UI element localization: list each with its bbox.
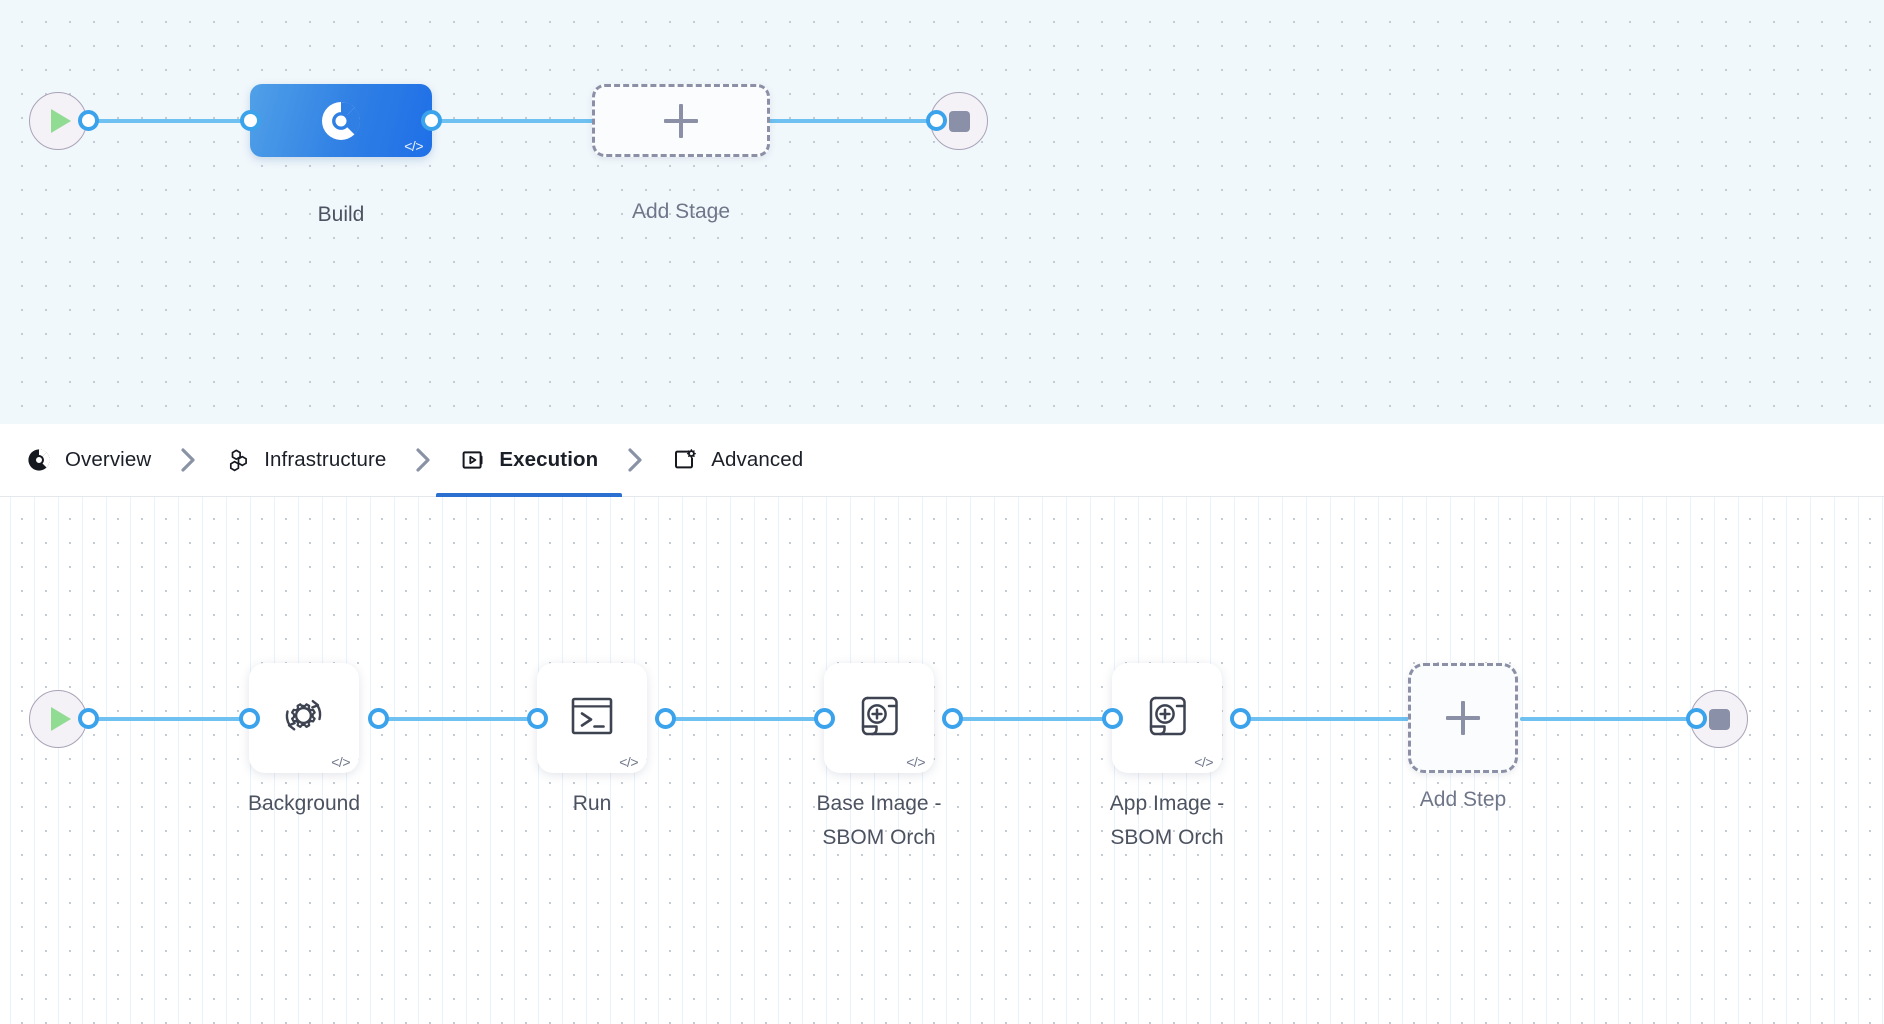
execution-start-node[interactable]	[29, 690, 87, 748]
code-badge[interactable]: </>	[1194, 754, 1213, 770]
step-node-app-image-sbom-orch[interactable]: </>	[1112, 663, 1222, 773]
step-row: </> Background </> Run	[0, 497, 1884, 1024]
overview-pie-icon	[28, 449, 50, 471]
connector-dot-background-out[interactable]	[368, 708, 389, 729]
tab-label-advanced: Advanced	[711, 448, 804, 471]
pipeline-start-node[interactable]	[29, 92, 87, 150]
tab-label-infrastructure: Infrastructure	[264, 448, 387, 471]
tab-separator-chevron	[392, 424, 454, 497]
chevron-right-icon	[416, 448, 431, 472]
connector-dot-start-out[interactable]	[78, 110, 99, 131]
stop-square-icon	[1708, 708, 1730, 730]
wire-addstage-to-end	[768, 119, 936, 123]
play-icon	[51, 109, 71, 133]
code-badge[interactable]: </>	[619, 754, 638, 770]
wire-appimage-to-addstep	[1239, 717, 1409, 721]
plus-icon	[1446, 701, 1480, 735]
execution-graph-canvas[interactable]: </> Background </> Run	[0, 497, 1884, 1024]
tab-infrastructure[interactable]: Infrastructure	[219, 424, 392, 497]
add-stage-button[interactable]	[592, 84, 770, 157]
tab-advanced[interactable]: Advanced	[666, 424, 809, 497]
wire-addstep-to-end	[1520, 717, 1688, 721]
stop-square-icon	[948, 110, 970, 132]
scroll-plus-icon	[861, 696, 898, 736]
stage-row: </> Build Add Stage	[0, 0, 1884, 424]
connector-dot-baseimage-in[interactable]	[814, 708, 835, 729]
tab-execution[interactable]: Execution	[436, 424, 623, 497]
play-in-box-icon	[463, 451, 483, 469]
wire-build-to-addstage	[430, 119, 600, 123]
chevron-right-icon	[628, 448, 642, 472]
step-label-background: Background	[247, 792, 361, 815]
step-label-base-image-sbom-orch: Base Image - SBOM Orch	[816, 792, 942, 850]
stage-label-build: Build	[317, 203, 365, 226]
plus-icon	[664, 103, 698, 138]
wire-baseimage-to-appimage	[951, 717, 1111, 721]
gear-refresh-icon	[285, 699, 322, 731]
play-icon	[51, 707, 71, 731]
code-badge[interactable]: </>	[404, 138, 423, 154]
connector-dot-run-out[interactable]	[655, 708, 676, 729]
square-gear-icon	[675, 449, 697, 469]
add-step-label: Add Step	[1419, 788, 1507, 811]
ci-build-icon	[322, 101, 361, 140]
connector-dot-start-out[interactable]	[78, 708, 99, 729]
add-step-button[interactable]	[1408, 663, 1518, 773]
tab-label-execution: Execution	[499, 448, 599, 471]
step-label-run: Run	[572, 792, 612, 815]
connector-dot-appimage-out[interactable]	[1230, 708, 1251, 729]
step-node-base-image-sbom-orch[interactable]: </>	[824, 663, 934, 773]
wire-start-to-background	[88, 717, 248, 721]
code-badge[interactable]: </>	[331, 754, 350, 770]
connector-dot-appimage-in[interactable]	[1102, 708, 1123, 729]
connector-dot-background-in[interactable]	[239, 708, 260, 729]
terminal-icon	[571, 697, 613, 735]
connector-dot-end-in[interactable]	[1686, 708, 1707, 729]
add-stage-label: Add Stage	[631, 200, 731, 223]
connector-dot-run-in[interactable]	[527, 708, 548, 729]
connector-dot-baseimage-out[interactable]	[942, 708, 963, 729]
stage-config-tabbar: Overview Infrastructure	[0, 424, 1884, 497]
chevron-right-icon	[181, 448, 195, 472]
hexagon-cluster-icon	[230, 449, 248, 472]
connector-dot-build-in[interactable]	[240, 110, 261, 131]
step-node-run[interactable]: </>	[537, 663, 647, 773]
wire-background-to-run	[377, 717, 537, 721]
stage-node-build[interactable]: </>	[250, 84, 432, 157]
scroll-plus-icon	[1149, 696, 1186, 736]
connector-dot-build-out[interactable]	[421, 110, 442, 131]
step-label-app-image-sbom-orch: App Image - SBOM Orch	[1109, 792, 1225, 850]
code-badge[interactable]: </>	[906, 754, 925, 770]
tab-label-overview: Overview	[65, 448, 152, 471]
step-node-background[interactable]: </>	[249, 663, 359, 773]
stage-graph-canvas[interactable]: </> Build Add Stage	[0, 0, 1884, 424]
tab-overview[interactable]: Overview	[20, 424, 157, 497]
connector-dot-end-in[interactable]	[926, 110, 947, 131]
tab-separator-chevron	[157, 424, 219, 497]
tab-separator-chevron	[604, 424, 666, 497]
wire-start-to-build	[88, 119, 258, 123]
wire-run-to-baseimage	[664, 717, 824, 721]
